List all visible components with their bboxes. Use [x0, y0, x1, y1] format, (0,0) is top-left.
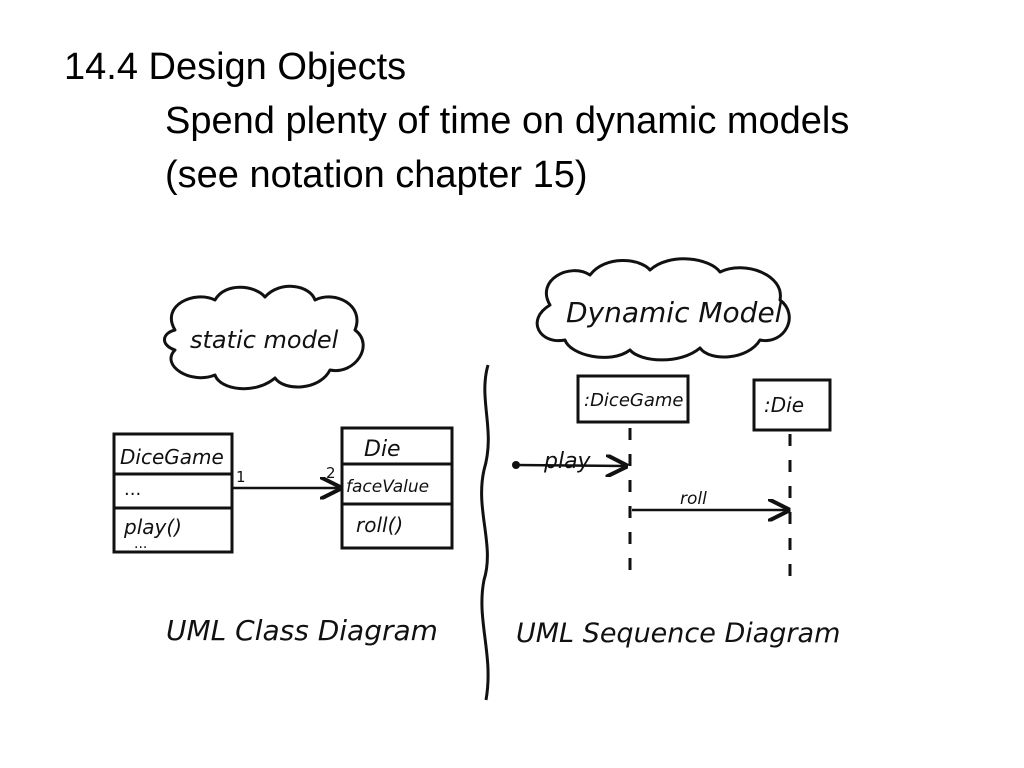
diagram-divider [480, 364, 490, 701]
die-class-attribute: faceValue [346, 477, 429, 497]
static-model-cloud: static model [163, 284, 365, 391]
dynamic-cloud-outline [535, 257, 791, 362]
die-class-method: roll() [356, 513, 403, 537]
roll-message: roll [632, 489, 788, 510]
dynamic-cloud-label: Dynamic Model [566, 296, 783, 329]
slide-title-block: 14.4 Design Objects Spend plenty of time… [0, 0, 1024, 210]
static-cloud-outline [163, 284, 365, 391]
static-cloud-label: static model [190, 326, 339, 354]
dicegame-class-attributes: ... [124, 479, 141, 500]
dynamic-model-cloud: Dynamic Model [535, 257, 791, 362]
dicegame-class-box: DiceGame ... play() ... [112, 432, 234, 554]
die-class-box: Die faceValue roll() [340, 426, 454, 550]
dicegame-class-more: ... [134, 536, 147, 552]
class-association: 1 2 [232, 464, 340, 488]
slide-title: 14.4 Design Objects [64, 46, 407, 88]
dicegame-class-name: DiceGame [120, 445, 224, 469]
play-message-label: play [543, 449, 592, 474]
die-class-name: Die [364, 437, 401, 462]
die-object-label: :Die [764, 393, 804, 417]
dicegame-object-label: :DiceGame [584, 390, 683, 411]
association-left-multiplicity: 1 [236, 468, 246, 486]
slide-subtitle-line: Spend plenty of time on dynamic models [165, 100, 850, 142]
slide-note-line: (see notation chapter 15) [165, 154, 588, 196]
die-object-box: :Die [752, 378, 832, 432]
sequence-diagram-caption: UML Sequence Diagram [516, 618, 840, 649]
roll-message-label: roll [680, 489, 707, 509]
dicegame-object-box: :DiceGame [576, 374, 690, 424]
play-message: play [512, 449, 626, 474]
class-diagram-caption: UML Class Diagram [166, 614, 438, 647]
association-right-multiplicity: 2 [326, 464, 336, 482]
dicegame-class-method: play() [123, 515, 182, 539]
